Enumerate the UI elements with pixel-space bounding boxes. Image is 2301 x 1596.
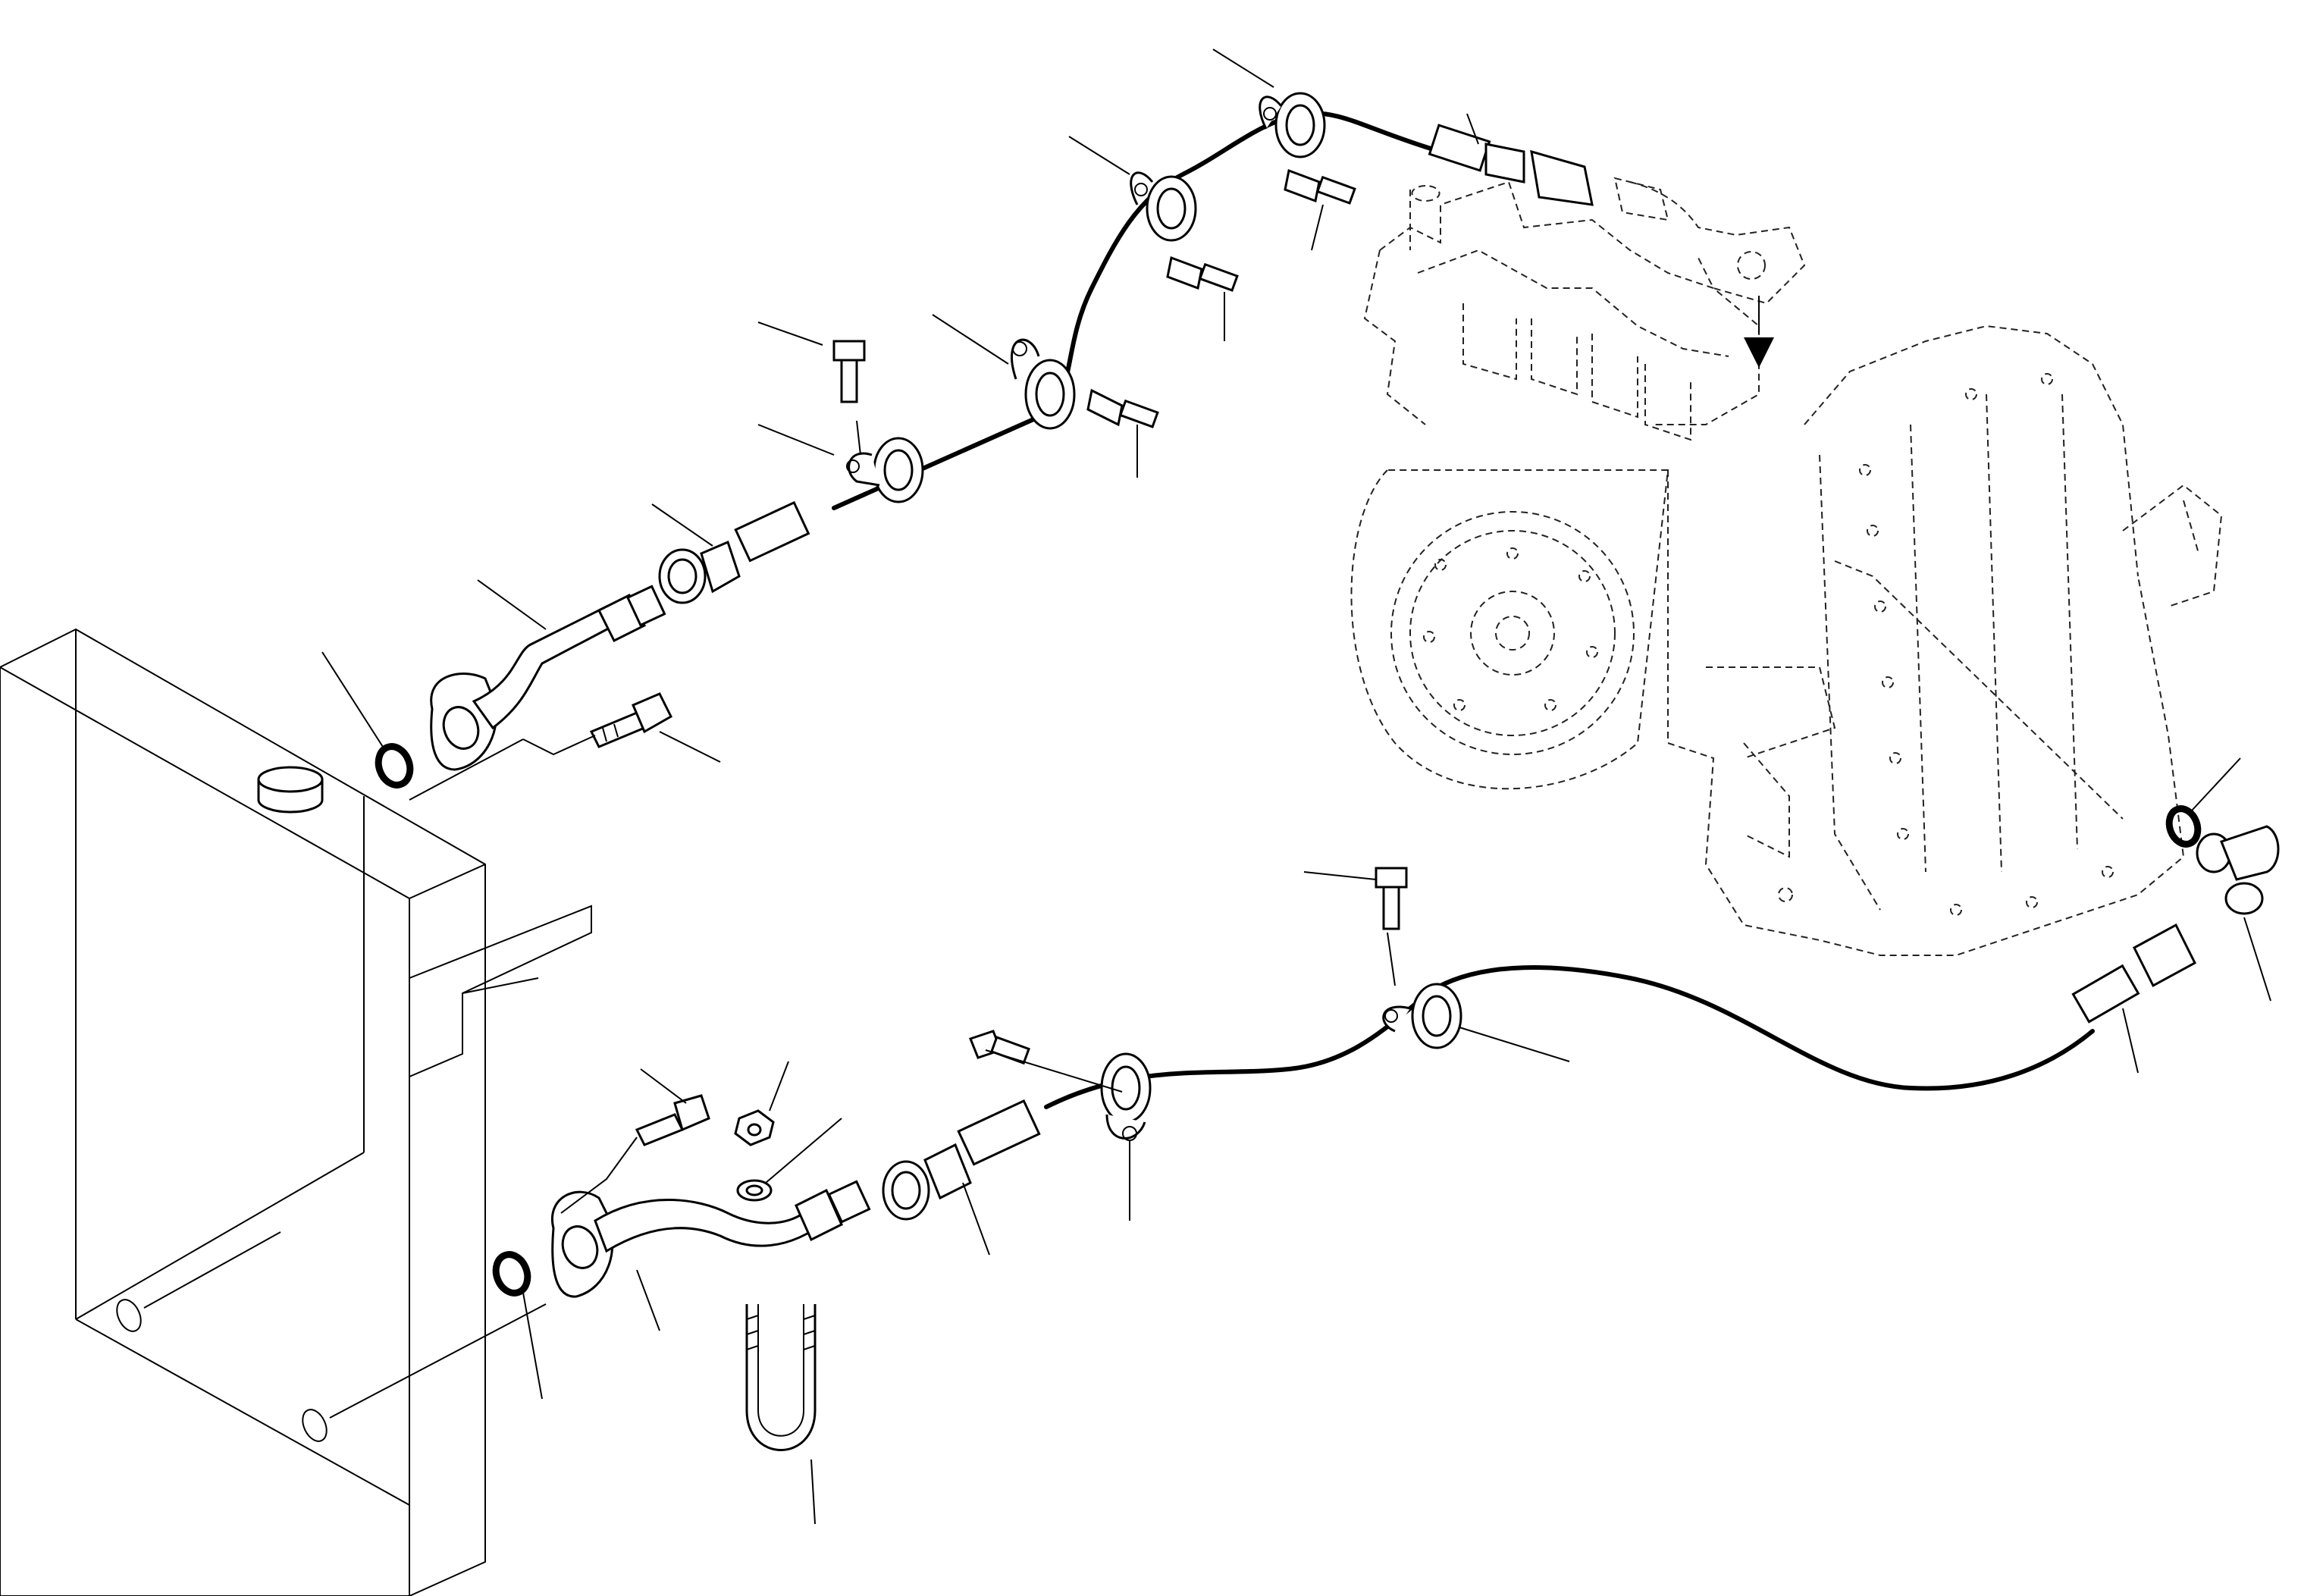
hose-clamp-upper-3 — [1130, 171, 1197, 242]
o-ring-transmission — [2165, 805, 2202, 848]
hose-clamp-upper-2 — [1011, 338, 1076, 430]
elbow-fitting-upper — [1613, 177, 1669, 221]
lower-oil-pipe — [551, 1180, 871, 1298]
clamp-bolt-lower-1 — [969, 1030, 1030, 1065]
nut-and-washer — [734, 1109, 775, 1202]
clamp-bolt-lower-2 — [1375, 867, 1408, 930]
o-ring-upper — [375, 743, 414, 789]
flange-bolt-lower — [635, 1094, 710, 1146]
u-bolt — [745, 1304, 817, 1451]
clamp-bolt-3 — [1166, 256, 1239, 292]
callout-leaders — [321, 49, 2271, 1525]
hose-clamp-lower-2 — [1382, 983, 1462, 1049]
o-ring-lower — [492, 1251, 531, 1297]
upper-hose — [658, 111, 1594, 604]
oil-cooler-radiator — [0, 628, 592, 1596]
elbow-fitting-lower — [2196, 825, 2280, 915]
hose-clamp-lower-1 — [1100, 1052, 1152, 1141]
lower-hose — [882, 923, 2196, 1221]
clamp-bolt-2 — [1086, 388, 1159, 428]
arrow-down-icon — [1744, 296, 1774, 368]
clamp-bolt-1 — [832, 340, 866, 403]
upper-oil-pipe — [430, 585, 666, 771]
hose-clamp-upper-1 — [846, 437, 924, 503]
clamp-bolt-4 — [1284, 168, 1356, 205]
hose-clamp-upper-4 — [1259, 92, 1326, 158]
flange-bolt-upper — [589, 692, 672, 748]
transmission-assembly — [1350, 180, 2223, 956]
